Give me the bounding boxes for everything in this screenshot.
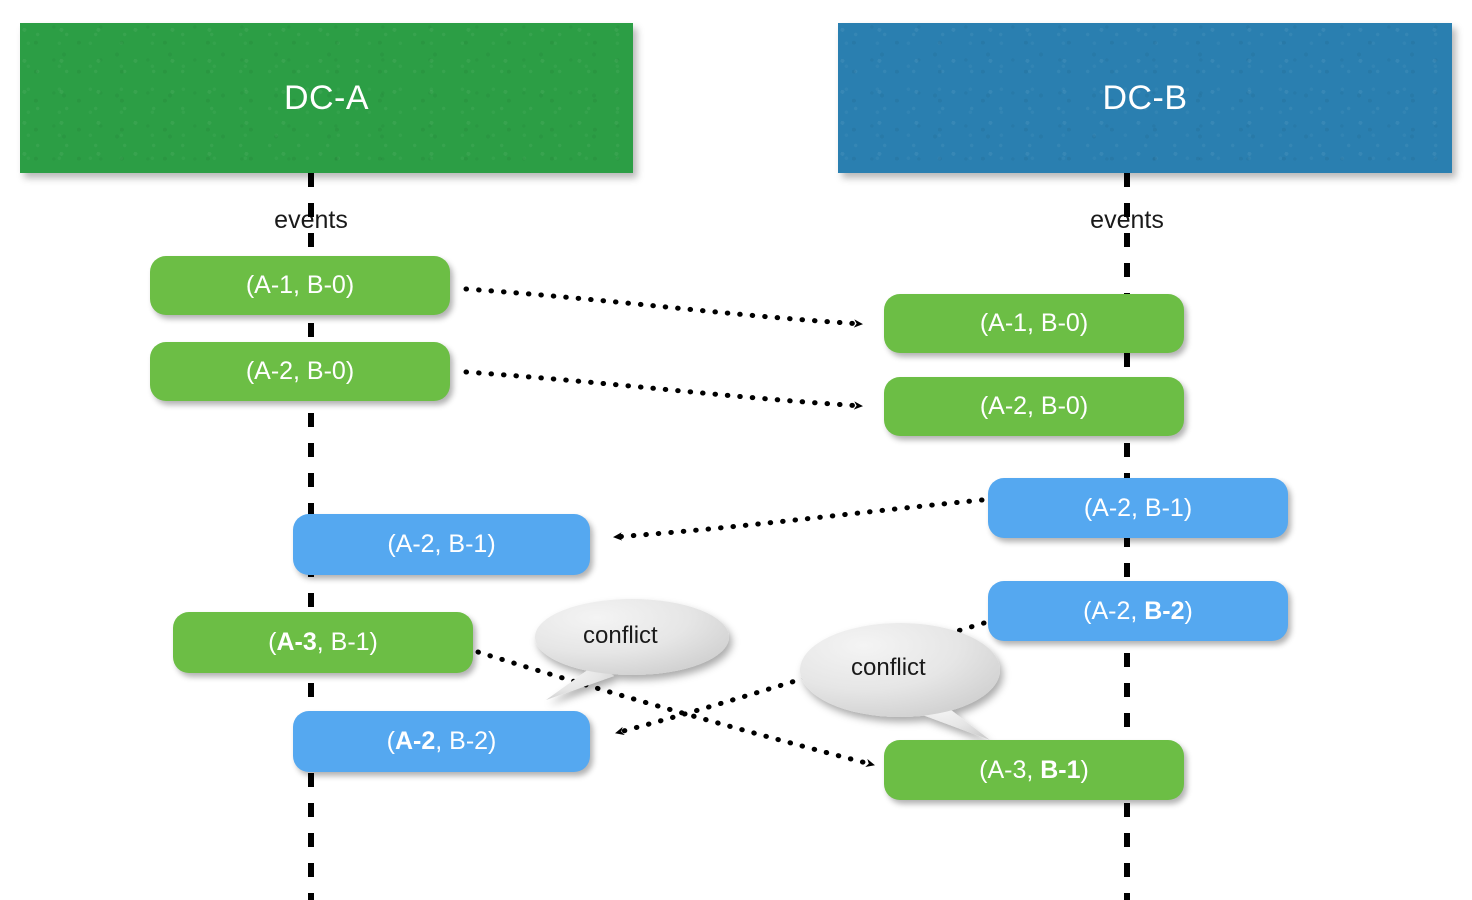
event-pill-label: (A-1, B-0) — [979, 309, 1089, 337]
datacenter-a-title: DC-A — [283, 78, 370, 117]
datacenter-b-banner: DC-B — [838, 23, 1452, 173]
event-pill-label: (A-2, B-2) — [1083, 596, 1193, 625]
event-pill-label: (A-2, B-1) — [387, 530, 496, 558]
event-pill-a-1[interactable]: (A-1, B-0) — [150, 256, 450, 315]
event-pill-b-2[interactable]: (A-2, B-0) — [884, 377, 1184, 436]
event-pill-label: (A-2, B-1) — [1083, 493, 1193, 522]
replication-arrow-b1-to-a — [611, 497, 985, 541]
event-pill-b-1[interactable]: (A-1, B-0) — [884, 294, 1184, 353]
event-pill-b-4[interactable]: (A-2, B-2) — [988, 581, 1288, 641]
datacenter-b-title: DC-B — [1102, 78, 1188, 117]
conflict-label-left: conflict — [583, 622, 658, 649]
event-pill-label: (A-3, B-1) — [268, 628, 378, 656]
event-pill-b-3[interactable]: (A-2, B-1) — [988, 478, 1288, 538]
event-pill-a-4[interactable]: (A-3, B-1) — [173, 612, 473, 673]
replication-arrow-a1-to-b — [463, 286, 865, 328]
event-pill-label: (A-1, B-0) — [245, 271, 355, 299]
conflict-label-right: conflict — [851, 654, 926, 681]
events-label-left: events — [274, 206, 348, 234]
event-pill-label: (A-2, B-0) — [245, 357, 355, 385]
event-pill-label: (A-2, B-2) — [386, 727, 497, 755]
events-label-right: events — [1090, 206, 1164, 234]
event-pill-a-3[interactable]: (A-2, B-1) — [293, 514, 590, 575]
replication-arrow-a2-to-b — [463, 369, 865, 410]
event-pill-a-5[interactable]: (A-2, B-2) — [293, 711, 590, 772]
replication-arrow-b2-to-a — [613, 620, 987, 736]
event-pill-label: (A-3, B-1) — [979, 755, 1089, 784]
event-pill-label: (A-2, B-0) — [979, 392, 1089, 420]
event-pill-a-2[interactable]: (A-2, B-0) — [150, 342, 450, 401]
datacenter-a-banner: DC-A — [20, 23, 633, 173]
event-pill-b-5[interactable]: (A-3, B-1) — [884, 740, 1184, 800]
